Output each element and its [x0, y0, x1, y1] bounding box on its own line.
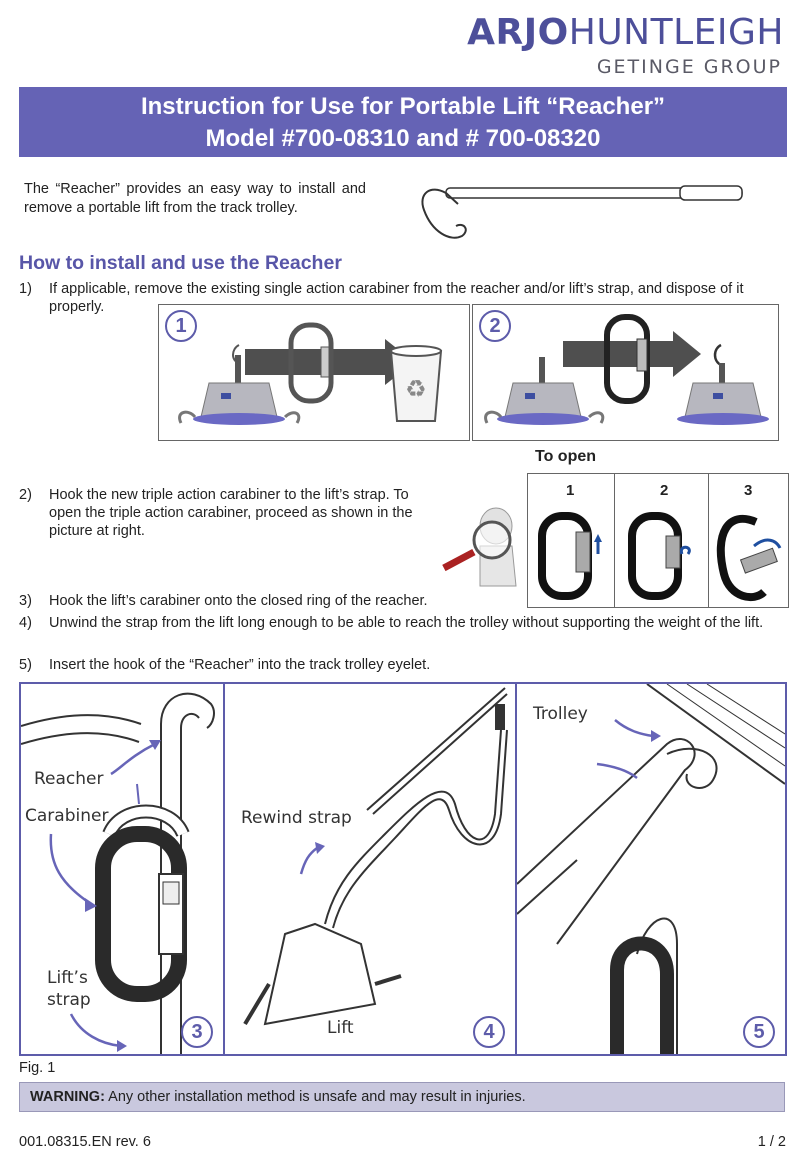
- svg-text:♻: ♻: [405, 375, 427, 403]
- fig-number-3: 3: [181, 1016, 213, 1048]
- title-banner: Instruction for Use for Portable Lift “R…: [19, 87, 787, 157]
- label-lifts-strap-2: strap: [47, 990, 91, 1010]
- label-carabiner: Carabiner: [25, 806, 109, 826]
- reacher-illustration: [421, 185, 743, 239]
- carabiner-opening-steps: [538, 512, 782, 602]
- figure-caption: Fig. 1: [19, 1060, 56, 1076]
- logo-group-text: GETINGE GROUP: [596, 56, 782, 78]
- to-open-title: To open: [535, 448, 597, 465]
- title-line-1: Instruction for Use for Portable Lift “R…: [140, 93, 666, 120]
- logo-bold-text: ARJO: [467, 12, 569, 53]
- warning-box: WARNING: Any other installation method i…: [19, 1082, 785, 1112]
- step-3: 3) Hook the lift’s carabiner onto the cl…: [19, 592, 519, 612]
- warning-label: WARNING:: [30, 1089, 105, 1105]
- attach-carabiner-illustration: [484, 314, 769, 425]
- step-1-number: 1): [19, 281, 32, 297]
- panel-remove-carabiner: 1 ♻: [158, 304, 470, 441]
- to-open-panel: 1 2 3: [527, 473, 789, 608]
- label-rewind-strap: Rewind strap: [241, 808, 352, 828]
- panel-1-number: 1: [165, 310, 197, 342]
- fig-number-5: 5: [743, 1016, 775, 1048]
- logo-rest-text: HUNTLEIGH: [568, 12, 784, 53]
- label-reacher: Reacher: [34, 769, 104, 789]
- step-3-number: 3): [19, 593, 32, 609]
- to-open-col-3: 3: [744, 482, 753, 499]
- step-4-text: Unwind the strap from the lift long enou…: [49, 615, 764, 631]
- footer-doc-id: 001.08315.EN rev. 6: [19, 1134, 151, 1150]
- magnifier-figure-illustration: [442, 507, 517, 587]
- step-3-text: Hook the lift’s carabiner onto the close…: [49, 593, 428, 609]
- warning-text: Any other installation method is unsafe …: [104, 1089, 526, 1105]
- label-trolley: Trolley: [533, 704, 588, 724]
- label-lift: Lift: [327, 1018, 354, 1038]
- to-open-col-2: 2: [660, 482, 669, 499]
- panel-2-number: 2: [479, 310, 511, 342]
- step-1: 1) If applicable, remove the existing si…: [19, 280, 789, 320]
- figure-1: Reacher Carabiner Lift’s strap 3 Rewind …: [19, 682, 787, 1056]
- step-5-number: 5): [19, 657, 32, 673]
- brand-logo: ARJOHUNTLEIGH: [467, 12, 784, 53]
- step-2: 2) Hook the new triple action carabiner …: [19, 486, 439, 546]
- fig-panel-3-illustration: [21, 692, 215, 1054]
- fig-panel-4-illustration: [243, 687, 508, 1026]
- intro-text: The “Reacher” provides an easy way to in…: [24, 181, 366, 216]
- fig-number-4: 4: [473, 1016, 505, 1048]
- fig-panel-5-illustration: [517, 684, 785, 1054]
- step-4: 4) Unwind the strap from the lift long e…: [19, 614, 789, 652]
- step-1-text: If applicable, remove the existing singl…: [49, 281, 744, 315]
- remove-carabiner-illustration: ♻: [178, 322, 443, 425]
- section-heading: How to install and use the Reacher: [19, 252, 342, 274]
- footer-page-number: 1 / 2: [757, 1134, 786, 1150]
- to-open-col-1: 1: [566, 482, 575, 499]
- panel-attach-carabiner: 2: [472, 304, 779, 441]
- step-5-text: Insert the hook of the “Reacher” into th…: [49, 657, 431, 673]
- title-line-2: Model #700-08310 and # 700-08320: [205, 125, 601, 152]
- step-2-text: Hook the new triple action carabiner to …: [49, 487, 413, 539]
- step-5: 5) Insert the hook of the “Reacher” into…: [19, 656, 789, 676]
- step-4-number: 4): [19, 615, 32, 631]
- label-lifts-strap-1: Lift’s: [47, 968, 88, 988]
- step-2-number: 2): [19, 487, 32, 503]
